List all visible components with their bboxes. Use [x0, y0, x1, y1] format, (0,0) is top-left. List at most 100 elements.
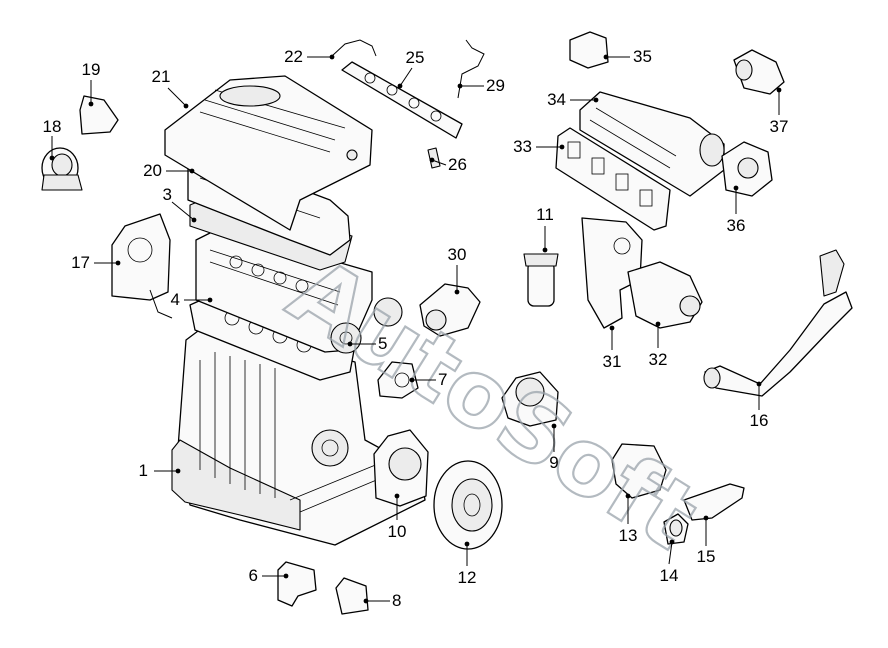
callout-leader-line	[399, 67, 413, 87]
callout-4: 4	[171, 290, 213, 309]
callout-20: 20	[143, 161, 195, 180]
callout-25: 25	[397, 48, 424, 89]
callout-number: 30	[448, 245, 467, 264]
callout-number: 33	[513, 137, 532, 156]
callout-17: 17	[71, 253, 121, 272]
callout-anchor-dot	[329, 54, 335, 60]
callout-anchor-dot	[776, 87, 782, 93]
callout-number: 31	[603, 352, 622, 371]
callout-anchor-dot	[669, 539, 675, 545]
callout-number: 9	[549, 453, 558, 472]
callout-anchor-dot	[88, 101, 94, 107]
callout-number: 11	[536, 205, 554, 224]
callout-22: 22	[284, 47, 335, 66]
mount-13	[611, 443, 667, 499]
manifold-gasket-33	[555, 127, 671, 231]
callout-number: 16	[750, 411, 769, 430]
callout-anchor-dot	[559, 144, 565, 150]
callout-anchor-dot	[655, 321, 661, 327]
callout-anchor-dot	[609, 325, 615, 331]
bracket-6	[277, 561, 317, 607]
pipe-22	[331, 39, 377, 57]
callout-anchor-dot	[49, 155, 55, 161]
callout-number: 26	[448, 155, 467, 174]
callout-29: 29	[457, 76, 505, 95]
callout-anchor-dot	[283, 573, 289, 579]
callout-anchor-dot	[115, 260, 121, 266]
bracket-8	[335, 577, 369, 615]
callout-anchor-dot	[756, 381, 762, 387]
callout-leader-line	[431, 159, 447, 166]
callout-number: 15	[697, 547, 716, 566]
callout-anchor-dot	[207, 297, 213, 303]
callout-anchor-dot	[429, 157, 435, 163]
callout-number: 13	[619, 526, 638, 545]
callout-anchor-dot	[625, 493, 631, 499]
callout-anchor-dot	[542, 247, 548, 253]
callout-number: 5	[378, 334, 387, 353]
torque-arm-15	[683, 483, 745, 521]
callout-5: 5	[347, 334, 387, 353]
callout-12: 12	[458, 541, 477, 587]
callout-19: 19	[82, 60, 101, 107]
callout-number: 37	[770, 117, 789, 136]
thermostat-housing-9	[501, 371, 559, 427]
bush-14	[663, 513, 689, 545]
fuel-filter-11	[523, 253, 559, 307]
callout-35: 35	[603, 47, 652, 66]
callout-number: 14	[660, 566, 679, 585]
callout-16: 16	[750, 381, 769, 430]
callout-number: 18	[43, 117, 62, 136]
pump-bracket-31	[581, 217, 643, 329]
callout-33: 33	[513, 137, 565, 156]
callout-number: 36	[727, 216, 746, 235]
pipe-29	[457, 39, 485, 99]
callout-number: 19	[82, 60, 101, 79]
callout-anchor-dot	[454, 289, 460, 295]
callout-leader-line	[171, 201, 195, 221]
throttle-body-36	[721, 141, 773, 197]
callout-anchor-dot	[464, 541, 470, 547]
callout-7: 7	[409, 370, 447, 389]
callout-15: 15	[697, 515, 716, 566]
callout-34: 34	[547, 90, 599, 109]
callout-30: 30	[448, 245, 467, 295]
callout-anchor-dot	[593, 97, 599, 103]
callout-anchor-dot	[347, 341, 353, 347]
callout-leader-line	[167, 87, 187, 107]
callout-8: 8	[363, 591, 401, 610]
callout-anchor-dot	[191, 217, 197, 223]
timing-cover-plate	[111, 213, 173, 319]
callout-6: 6	[249, 566, 289, 585]
callout-leader-line	[668, 541, 673, 565]
mount-bracket-19	[79, 95, 119, 135]
callout-26: 26	[429, 155, 467, 174]
pump-30	[419, 283, 481, 337]
injection-pump-32	[627, 261, 703, 329]
callout-anchor-dot	[397, 83, 403, 89]
callout-36: 36	[727, 185, 746, 235]
callout-anchor-dot	[603, 54, 609, 60]
injector-26	[427, 147, 441, 169]
exhaust-16	[703, 249, 853, 397]
callout-anchor-dot	[409, 377, 415, 383]
callout-21: 21	[152, 67, 189, 109]
callout-number: 8	[392, 591, 401, 610]
callout-1: 1	[139, 461, 181, 480]
callout-number: 21	[152, 67, 171, 86]
callout-number: 35	[633, 47, 652, 66]
callout-11: 11	[536, 205, 554, 253]
callout-number: 4	[171, 290, 180, 309]
engine-top-cover	[164, 75, 373, 231]
fuel-rail-25	[341, 61, 463, 139]
callout-number: 3	[163, 185, 172, 204]
sensor-35	[569, 31, 609, 69]
callout-number: 12	[458, 568, 477, 587]
callout-number: 7	[438, 370, 447, 389]
callout-anchor-dot	[733, 185, 739, 191]
callout-number: 32	[649, 350, 668, 369]
seal-housing-10	[373, 429, 429, 507]
callout-anchor-dot	[551, 423, 557, 429]
